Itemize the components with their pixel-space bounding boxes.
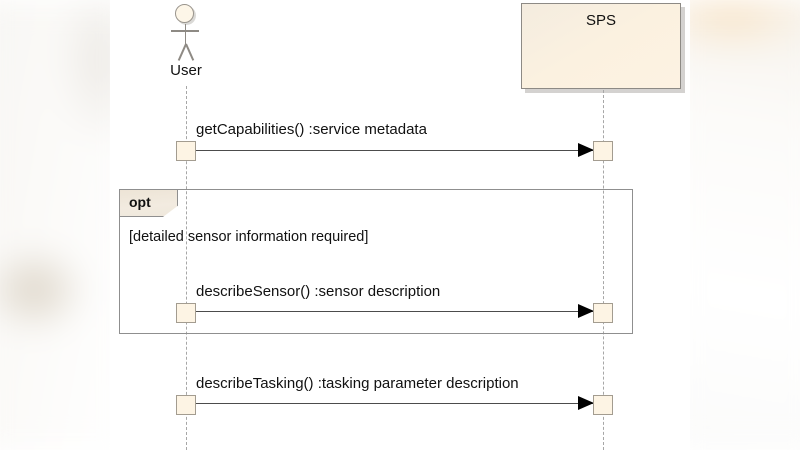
participant-sps[interactable]: SPS (521, 3, 681, 89)
actor-body-icon (184, 24, 187, 45)
message-line-2 (186, 311, 595, 312)
activation-bar-1-source (176, 141, 196, 161)
activation-bar-2-target (593, 303, 613, 323)
message-label-3: describeTasking() :tasking parameter des… (196, 375, 519, 392)
fragment-operator-tab (120, 190, 178, 217)
fragment-operator-label: opt (129, 194, 151, 210)
lifeline-sps (603, 90, 604, 450)
message-line-3 (186, 403, 595, 404)
activation-bar-1-target (593, 141, 613, 161)
actor-arms-icon (171, 30, 199, 32)
activation-bar-2-source (176, 303, 196, 323)
lifeline-user (185, 86, 187, 450)
actor-leg-right-icon (184, 43, 194, 61)
message-label-2: describeSensor() :sensor description (196, 283, 441, 300)
actor-head-icon (175, 4, 194, 23)
actor-user-label: User (170, 62, 202, 79)
fragment-guard-condition: [detailed sensor information required] (129, 229, 369, 245)
message-line-1 (186, 150, 595, 151)
participant-sps-label: SPS (585, 12, 616, 29)
message-arrowhead-1-icon (578, 143, 594, 157)
message-label-1: getCapabilities() :service metadata (196, 121, 427, 138)
actor-user[interactable]: User (160, 0, 212, 86)
activation-bar-3-source (176, 395, 196, 415)
blurred-backdrop-right (672, 0, 800, 450)
message-arrowhead-2-icon (578, 304, 594, 318)
combined-fragment-opt[interactable]: opt [detailed sensor information require… (119, 189, 633, 334)
message-arrowhead-3-icon (578, 396, 594, 410)
actor-leg-left-icon (177, 43, 187, 61)
activation-bar-3-target (593, 395, 613, 415)
